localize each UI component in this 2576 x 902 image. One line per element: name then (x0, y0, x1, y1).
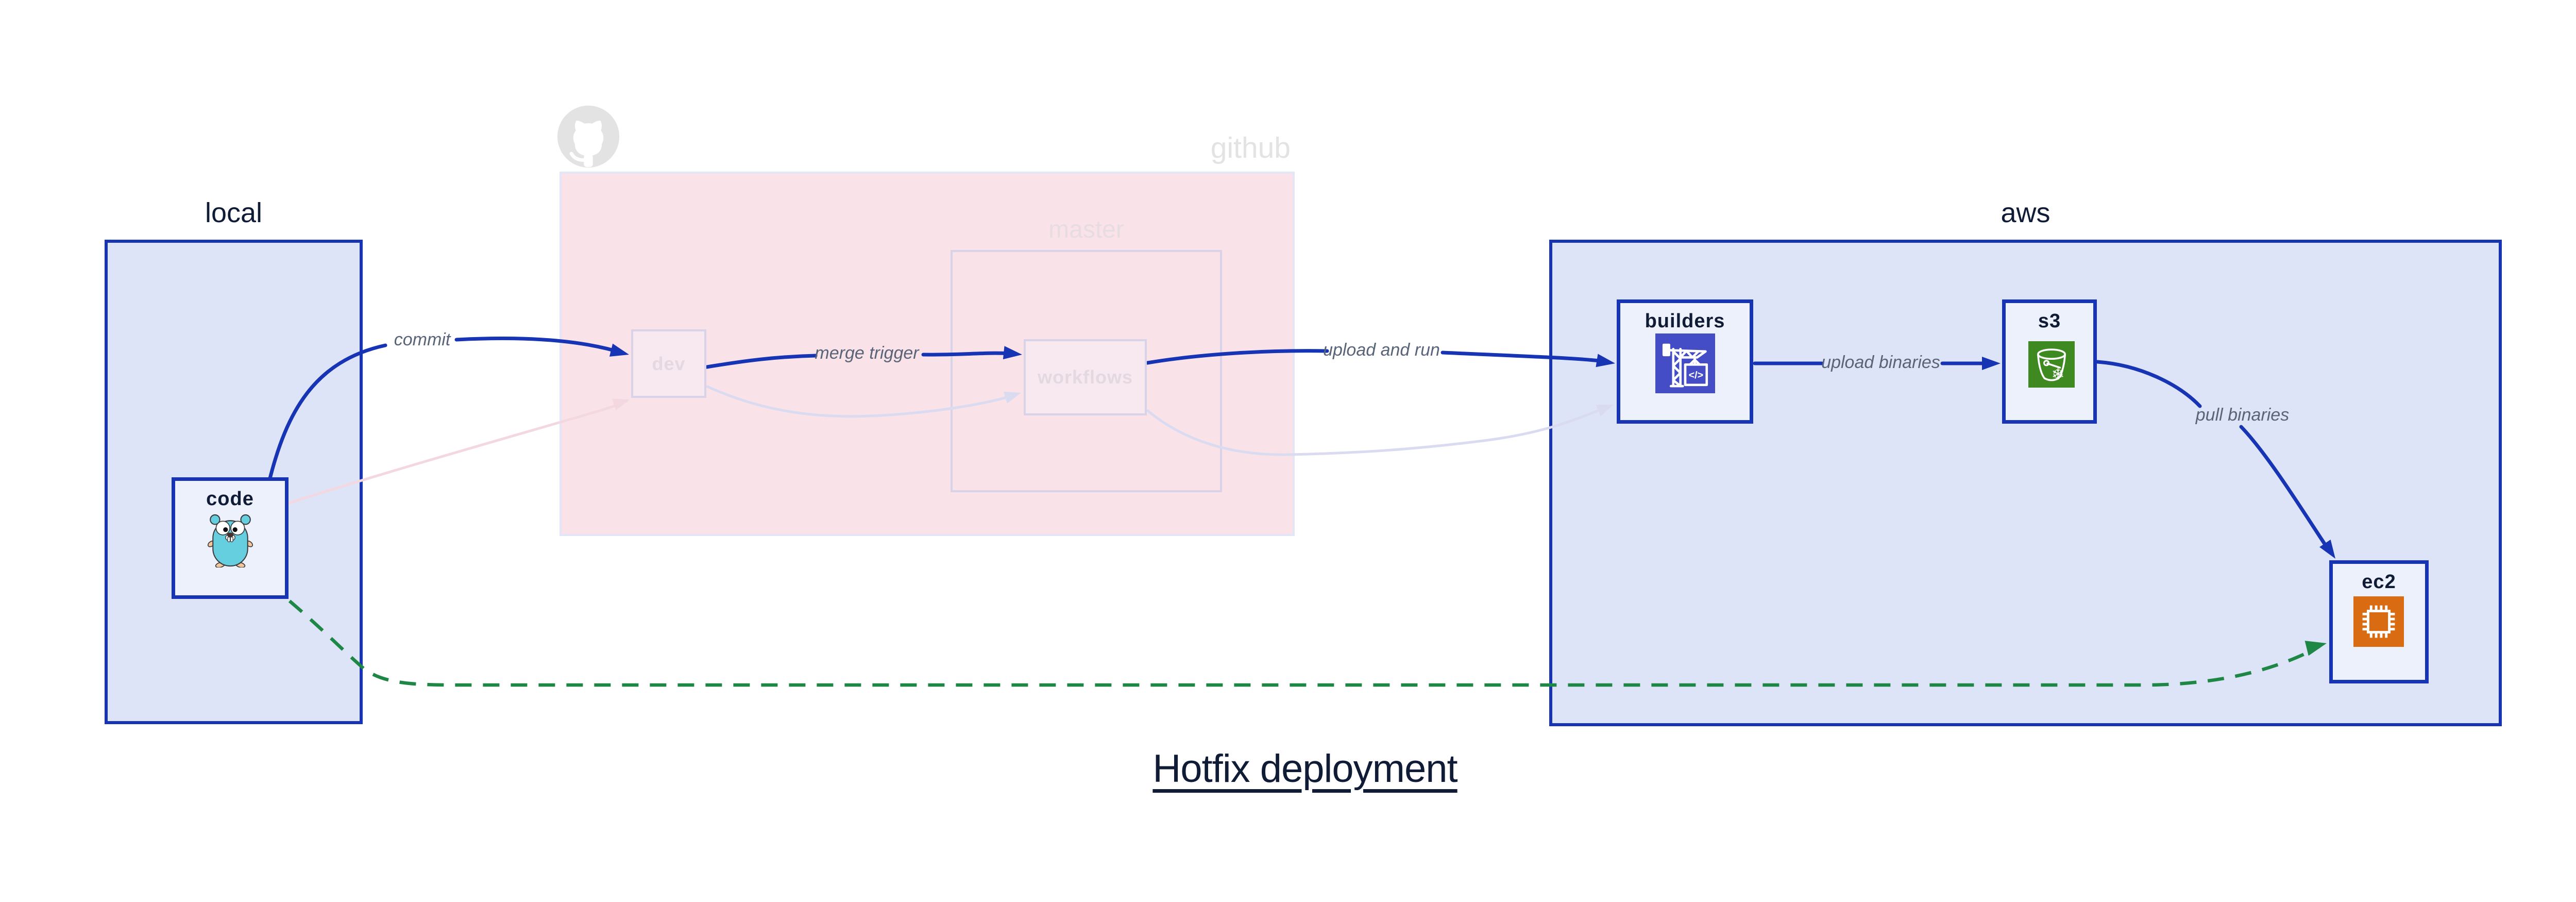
edge-pull-binaries-arrowhead (2319, 539, 2335, 559)
github-group-label: github (1210, 131, 1291, 164)
svg-text:❄: ❄ (2052, 366, 2065, 384)
edge-workflows-builders-faded-line (1146, 406, 1608, 456)
edge-commit-line-2 (454, 337, 625, 355)
aws-group-label: aws (2001, 197, 2050, 228)
node-code: code (172, 477, 289, 599)
edge-upload-and-run-line-2 (1440, 350, 1611, 364)
node-workflows: workflows (1024, 339, 1147, 415)
node-builders: builders </> (1617, 299, 1753, 424)
node-dev-label: dev (652, 353, 686, 374)
edge-label-upload-binaries: upload binaries (1821, 353, 1940, 372)
svg-text:</>: </> (1689, 370, 1704, 381)
edge-label-upload-and-run: upload and run (1323, 340, 1440, 360)
node-s3: s3 ❄ (2002, 299, 2097, 424)
codebuild-crane-icon: </> (1654, 333, 1716, 396)
edge-pull-binaries-line (2095, 360, 2202, 408)
edge-label-commit: commit (394, 330, 451, 349)
edge-dev-workflows-faded-line (706, 385, 1016, 418)
edge-label-pull-binaries: pull binaries (2195, 405, 2290, 425)
edge-workflows-builders-faded-arrowhead (1596, 405, 1614, 416)
edge-upload-and-run-arrowhead (1596, 354, 1615, 368)
edge-hotfix-shortcut-arrowhead (2304, 641, 2327, 656)
edge-label-merge-trigger: merge trigger (815, 343, 919, 363)
edge-merge-trigger-arrowhead (1003, 346, 1022, 360)
local-group-label: local (205, 197, 263, 228)
edge-commit-line (267, 343, 387, 482)
s3-glacier-bucket-icon: ❄ (2028, 341, 2075, 390)
gopher-icon (207, 512, 254, 570)
diagram-title: Hotfix deployment (1153, 747, 1458, 791)
node-builders-label: builders (1645, 310, 1725, 332)
edge-hotfix-shortcut-line (288, 599, 2320, 687)
node-ec2-label: ec2 (2362, 571, 2396, 593)
octocat-icon (556, 104, 621, 172)
ec2-chip-icon (2353, 596, 2404, 649)
edge-merge-trigger-line (705, 354, 818, 369)
node-code-label: code (206, 488, 254, 510)
node-ec2: ec2 (2329, 560, 2429, 683)
node-workflows-label: workflows (1037, 366, 1133, 388)
edge-code-dev-faded-line (287, 399, 628, 505)
edge-code-dev-faded-arrowhead (612, 398, 630, 411)
edge-merge-trigger-line-2 (921, 351, 1018, 357)
node-s3-label: s3 (2038, 310, 2061, 332)
node-dev: dev (631, 329, 706, 398)
master-branch-label: master (1048, 216, 1124, 243)
edge-upload-binaries-arrowhead (1982, 357, 2001, 370)
master-branch-box (951, 250, 1222, 492)
edge-commit-arrowhead (609, 343, 629, 357)
edge-pull-binaries-line-2 (2239, 425, 2332, 554)
edge-dev-workflows-faded-arrowhead (1003, 391, 1021, 404)
edge-upload-and-run-line (1145, 349, 1329, 365)
